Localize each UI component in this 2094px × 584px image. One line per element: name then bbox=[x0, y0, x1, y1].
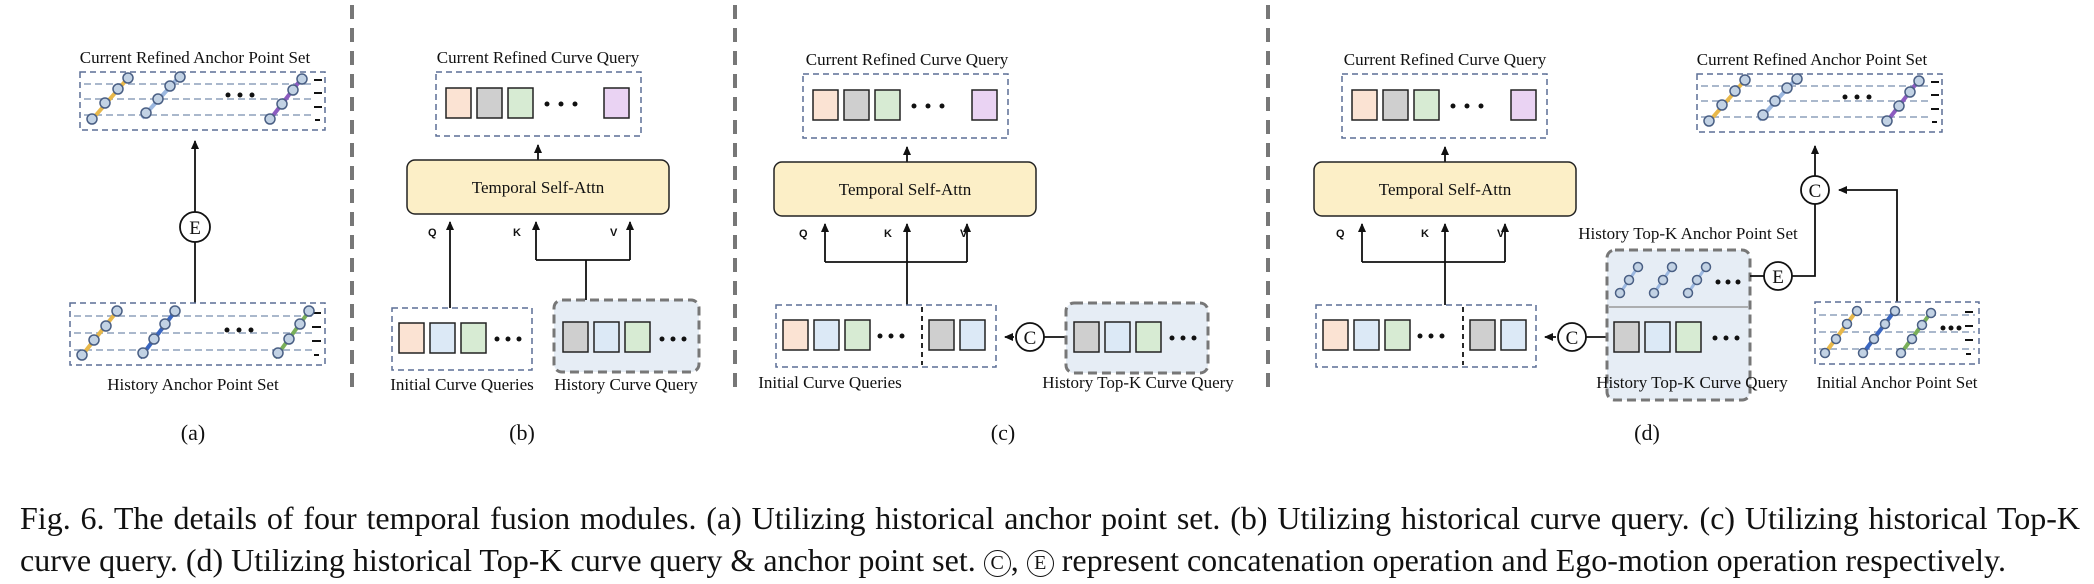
panel-d-right-top-label: Current Refined Anchor Point Set bbox=[1697, 50, 1928, 69]
panel-d-letter: (d) bbox=[1634, 420, 1660, 445]
panel-b-temporal-self-attn bbox=[406, 159, 670, 215]
panel-a-bottom-label: History Anchor Point Set bbox=[107, 375, 279, 394]
caption-text-2: represent concatenation operation and Eg… bbox=[1061, 542, 2006, 578]
panel-b-right-label: History Curve Query bbox=[554, 375, 698, 394]
panel-b-top-label: Current Refined Curve Query bbox=[437, 48, 640, 67]
panel-b-letter: (b) bbox=[509, 420, 535, 445]
caption-text-1: Fig. 6. The details of four temporal fus… bbox=[20, 500, 2080, 578]
panel-a: Current Refined Anchor Point Set bbox=[69, 48, 326, 445]
concat-symbol-inline: C bbox=[983, 550, 1011, 577]
panel-d: Current Refined Curve Query Temporal Sel… bbox=[1313, 50, 1980, 445]
panel-d-initial-curve-queries bbox=[1315, 304, 1537, 368]
figure-caption: Fig. 6. The details of four temporal fus… bbox=[20, 497, 2080, 581]
panel-c-concat-symbol: C bbox=[1024, 328, 1037, 349]
panel-b-k-label: K bbox=[513, 227, 521, 239]
panel-b-refined-curve-query bbox=[435, 71, 642, 137]
panel-c-k-label: K bbox=[884, 228, 892, 240]
panel-d-history-anchor-points bbox=[1614, 261, 1741, 299]
panel-d-q-label: Q bbox=[1336, 228, 1345, 240]
panel-c-temporal-self-attn bbox=[773, 161, 1037, 217]
panel-c-left-label: Initial Curve Queries bbox=[758, 373, 902, 392]
panel-d-history-topk-stack bbox=[1605, 248, 1752, 402]
panel-d-anchor-hist-label: History Top-K Anchor Point Set bbox=[1578, 224, 1798, 243]
panel-c-q-label: Q bbox=[799, 228, 808, 240]
panel-b-v-label: V bbox=[610, 227, 618, 239]
panel-d-concat-symbol: C bbox=[1566, 328, 1579, 349]
panel-a-top-label: Current Refined Anchor Point Set bbox=[80, 48, 311, 67]
panel-d-concat-operator-top bbox=[1800, 175, 1830, 205]
panel-a-history-anchor-set bbox=[69, 302, 326, 366]
caption-separator: , bbox=[1010, 542, 1019, 578]
panel-d-top-label: Current Refined Curve Query bbox=[1344, 50, 1547, 69]
panel-b-initial-curve-queries bbox=[391, 307, 533, 371]
panel-c: Current Refined Curve Query Temporal Sel… bbox=[758, 50, 1234, 445]
ego-symbol-inline: E bbox=[1026, 550, 1054, 577]
panel-c-letter: (c) bbox=[991, 420, 1015, 445]
panel-d-refined-anchor-set bbox=[1696, 73, 1943, 133]
panel-c-initial-curve-queries bbox=[775, 304, 997, 368]
panel-c-refined-curve-query bbox=[802, 73, 1009, 139]
panel-d-ego-motion-symbol: E bbox=[1772, 267, 1784, 288]
panel-b-history-curve-query bbox=[552, 298, 701, 374]
panel-d-initial-anchor-set bbox=[1814, 301, 1980, 365]
panel-d-concat-symbol-top: C bbox=[1809, 181, 1822, 202]
panel-b-q-label: Q bbox=[428, 227, 437, 239]
panel-c-v-label: V bbox=[960, 228, 968, 240]
ego-motion-operator bbox=[179, 211, 211, 243]
panel-c-right-label: History Top-K Curve Query bbox=[1042, 373, 1234, 392]
panel-a-refined-anchor-set bbox=[79, 71, 326, 131]
ego-motion-symbol: E bbox=[189, 218, 201, 239]
panel-d-curve-hist-label: History Top-K Curve Query bbox=[1596, 373, 1788, 392]
temporal-fusion-figure: Current Refined Anchor Point Set bbox=[69, 5, 1980, 445]
panel-d-attn-label: Temporal Self-Attn bbox=[1379, 180, 1512, 199]
panel-separators bbox=[350, 5, 1270, 395]
panel-b: Current Refined Curve Query Temporal Sel… bbox=[390, 48, 701, 445]
panel-d-temporal-self-attn bbox=[1313, 161, 1577, 217]
panel-b-attn-label: Temporal Self-Attn bbox=[472, 178, 605, 197]
panel-c-attn-label: Temporal Self-Attn bbox=[839, 180, 972, 199]
panel-c-top-label: Current Refined Curve Query bbox=[806, 50, 1009, 69]
panel-d-right-bottom-label: Initial Anchor Point Set bbox=[1816, 373, 1977, 392]
panel-d-v-label: V bbox=[1497, 228, 1505, 240]
panel-b-left-label: Initial Curve Queries bbox=[390, 375, 534, 394]
panel-d-refined-curve-query bbox=[1341, 73, 1548, 139]
panel-d-k-label: K bbox=[1421, 228, 1429, 240]
panel-c-history-topk-curve-query bbox=[1064, 301, 1210, 375]
panel-a-letter: (a) bbox=[181, 420, 205, 445]
